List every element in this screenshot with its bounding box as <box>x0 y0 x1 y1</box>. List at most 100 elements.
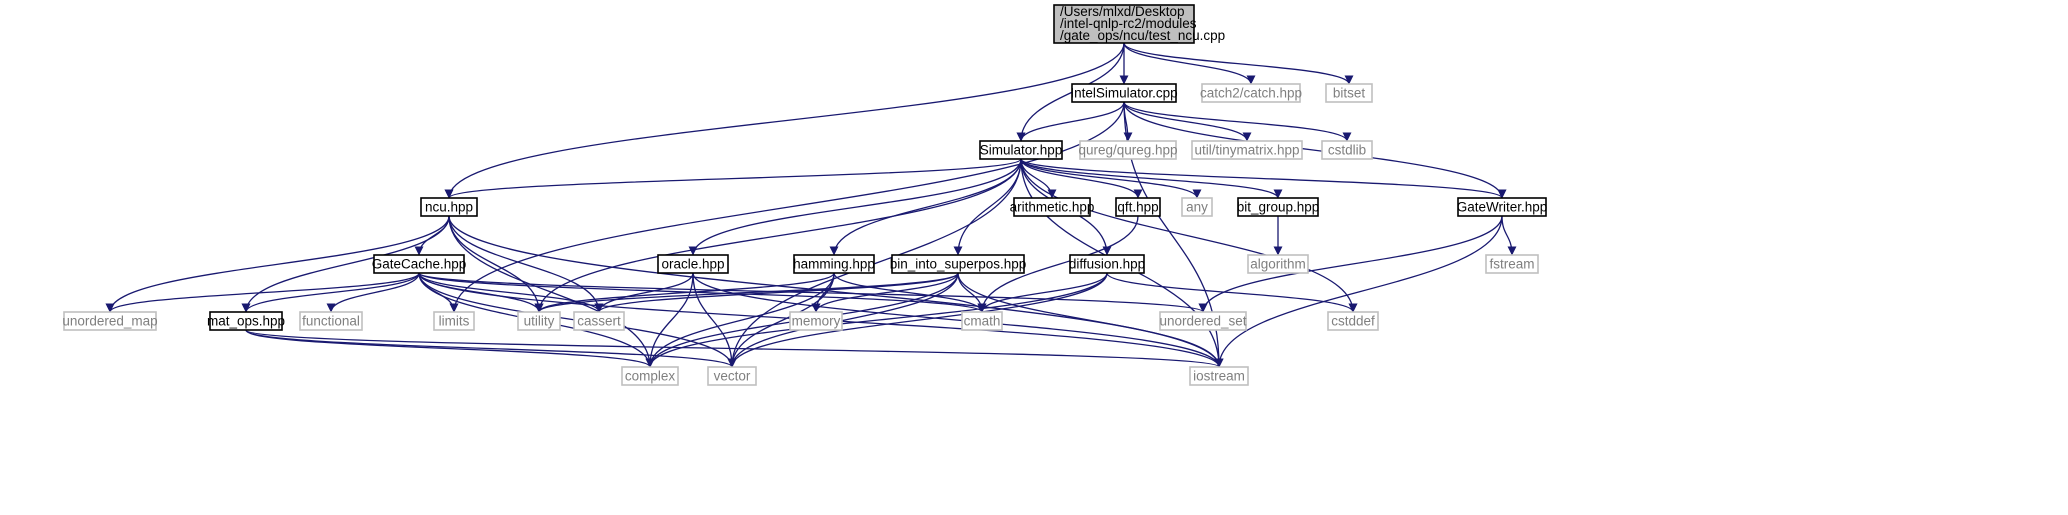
edge-diffusion-to-cstddef <box>1106 272 1358 313</box>
node-gatewriter-label: GateWriter.hpp <box>1457 200 1548 215</box>
node-diffusion[interactable]: diffusion.hpp <box>1069 254 1145 274</box>
node-matops-label: mat_ops.hpp <box>207 314 285 329</box>
edge-binsuper-to-memory <box>811 272 959 313</box>
node-uset[interactable]: unordered_set <box>1159 311 1247 331</box>
edge-intelsim-to-gatewriter <box>1123 101 1507 199</box>
node-any[interactable]: any <box>1181 197 1213 217</box>
node-utility-label: utility <box>524 314 555 329</box>
node-cstddef[interactable]: cstddef <box>1327 311 1379 331</box>
edge-binsuper-to-cassert <box>594 272 959 313</box>
node-limits[interactable]: limits <box>433 311 475 331</box>
node-gatewriter[interactable]: GateWriter.hpp <box>1457 197 1548 217</box>
edge-gatecache-to-functional <box>326 272 420 313</box>
node-hamming-box <box>793 254 875 274</box>
edge-test_ncu-to-catch <box>1123 42 1256 85</box>
node-utility-box <box>517 311 561 331</box>
node-functional-box <box>299 311 363 331</box>
node-cassert[interactable]: cassert <box>573 311 625 331</box>
node-ncu[interactable]: ncu.hpp <box>420 197 478 217</box>
node-qureg[interactable]: qureg/qureg.hpp <box>1078 140 1178 160</box>
node-catch-box <box>1201 83 1301 103</box>
node-cmath[interactable]: cmath <box>961 311 1003 331</box>
edge-gatewriter-to-uset <box>1198 215 1503 313</box>
node-umap[interactable]: unordered_map <box>62 311 158 331</box>
node-intelsim[interactable]: IntelSimulator.cpp <box>1070 83 1178 103</box>
node-simulator[interactable]: Simulator.hpp <box>979 140 1063 160</box>
edge-binsuper-to-iostream <box>957 272 1224 368</box>
edge-diffusion-to-vector <box>727 272 1108 368</box>
node-functional[interactable]: functional <box>299 311 363 331</box>
node-binsuper-box <box>891 254 1025 274</box>
node-cstdlib[interactable]: cstdlib <box>1321 140 1373 160</box>
node-ncu-label: ncu.hpp <box>425 200 473 215</box>
node-oracle-label: oracle.hpp <box>661 257 724 272</box>
nodes-layer: /Users/mlxd/Desktop/intel-qnlp-rc2/modul… <box>62 4 1548 386</box>
node-complex[interactable]: complex <box>621 366 679 386</box>
edge-test_ncu-to-bitset <box>1123 42 1354 85</box>
node-vector[interactable]: vector <box>707 366 757 386</box>
edge-hamming-to-vector <box>727 272 835 368</box>
node-memory[interactable]: memory <box>789 311 843 331</box>
node-binsuper[interactable]: bin_into_superpos.hpp <box>890 254 1027 274</box>
node-bitgroup[interactable]: bit_group.hpp <box>1237 197 1320 217</box>
node-qureg-label: qureg/qureg.hpp <box>1078 143 1177 158</box>
edge-simulator-to-gatewriter <box>1020 158 1507 199</box>
node-oracle-box <box>657 254 729 274</box>
edge-hamming-to-utility <box>534 272 835 313</box>
node-catch[interactable]: catch2/catch.hpp <box>1200 83 1302 103</box>
node-iostream[interactable]: iostream <box>1189 366 1249 386</box>
node-algorithm[interactable]: algorithm <box>1247 254 1309 274</box>
node-cassert-label: cassert <box>577 314 621 329</box>
node-any-label: any <box>1186 200 1208 215</box>
node-limits-box <box>433 311 475 331</box>
node-simulator-label: Simulator.hpp <box>980 143 1063 158</box>
node-cstdlib-box <box>1321 140 1373 160</box>
node-hamming[interactable]: hamming.hpp <box>793 254 875 274</box>
node-qft-box <box>1115 197 1161 217</box>
edge-gatecache-to-cmath <box>418 272 987 313</box>
node-fstream-label: fstream <box>1489 257 1534 272</box>
edge-oracle-to-complex <box>645 272 694 368</box>
edge-oracle-to-vector <box>692 272 737 368</box>
node-complex-box <box>621 366 679 386</box>
node-bitset-label: bitset <box>1333 86 1366 101</box>
node-cassert-box <box>573 311 625 331</box>
edge-qft-to-cmath <box>977 215 1139 313</box>
node-gatecache-label: GateCache.hpp <box>372 257 467 272</box>
edge-simulator-to-bitgroup <box>1020 158 1283 199</box>
node-gatecache[interactable]: GateCache.hpp <box>372 254 467 274</box>
edge-matops-to-vector <box>245 329 737 368</box>
edge-test_ncu-to-ncu <box>444 42 1125 199</box>
node-test_ncu[interactable]: /Users/mlxd/Desktop/intel-qnlp-rc2/modul… <box>1053 4 1225 44</box>
edge-ncu-to-matops <box>241 215 450 313</box>
node-intelsim-label: IntelSimulator.cpp <box>1070 86 1177 101</box>
node-hamming-label: hamming.hpp <box>793 257 875 272</box>
node-arithmetic[interactable]: arithmetic.hpp <box>1010 197 1095 217</box>
node-qft[interactable]: qft.hpp <box>1115 197 1161 217</box>
node-oracle[interactable]: oracle.hpp <box>657 254 729 274</box>
edge-gatewriter-to-iostream <box>1214 215 1503 368</box>
node-tinymatrix-label: util/tinymatrix.hpp <box>1194 143 1299 158</box>
node-tinymatrix[interactable]: util/tinymatrix.hpp <box>1191 140 1303 160</box>
node-umap-label: unordered_map <box>62 314 157 329</box>
node-qureg-box <box>1079 140 1177 160</box>
node-bitgroup-box <box>1237 197 1319 217</box>
node-fstream[interactable]: fstream <box>1485 254 1539 274</box>
edge-simulator-to-oracle <box>688 158 1022 256</box>
node-cstdlib-label: cstdlib <box>1328 143 1366 158</box>
node-diffusion-box <box>1069 254 1145 274</box>
edge-ncu-to-utility <box>448 215 544 313</box>
edge-hamming-to-cmath <box>833 272 987 313</box>
edge-simulator-to-any <box>1020 158 1202 199</box>
node-matops[interactable]: mat_ops.hpp <box>207 311 285 331</box>
edge-diffusion-to-complex <box>645 272 1108 368</box>
node-utility[interactable]: utility <box>517 311 561 331</box>
node-iostream-label: iostream <box>1193 369 1245 384</box>
node-bitset[interactable]: bitset <box>1325 83 1373 103</box>
edge-simulator-to-cstddef <box>1020 158 1358 313</box>
node-intelsim-box <box>1071 83 1177 103</box>
node-memory-box <box>789 311 843 331</box>
edge-intelsim-to-cstdlib <box>1123 101 1352 142</box>
node-qft-label: qft.hpp <box>1117 200 1158 215</box>
